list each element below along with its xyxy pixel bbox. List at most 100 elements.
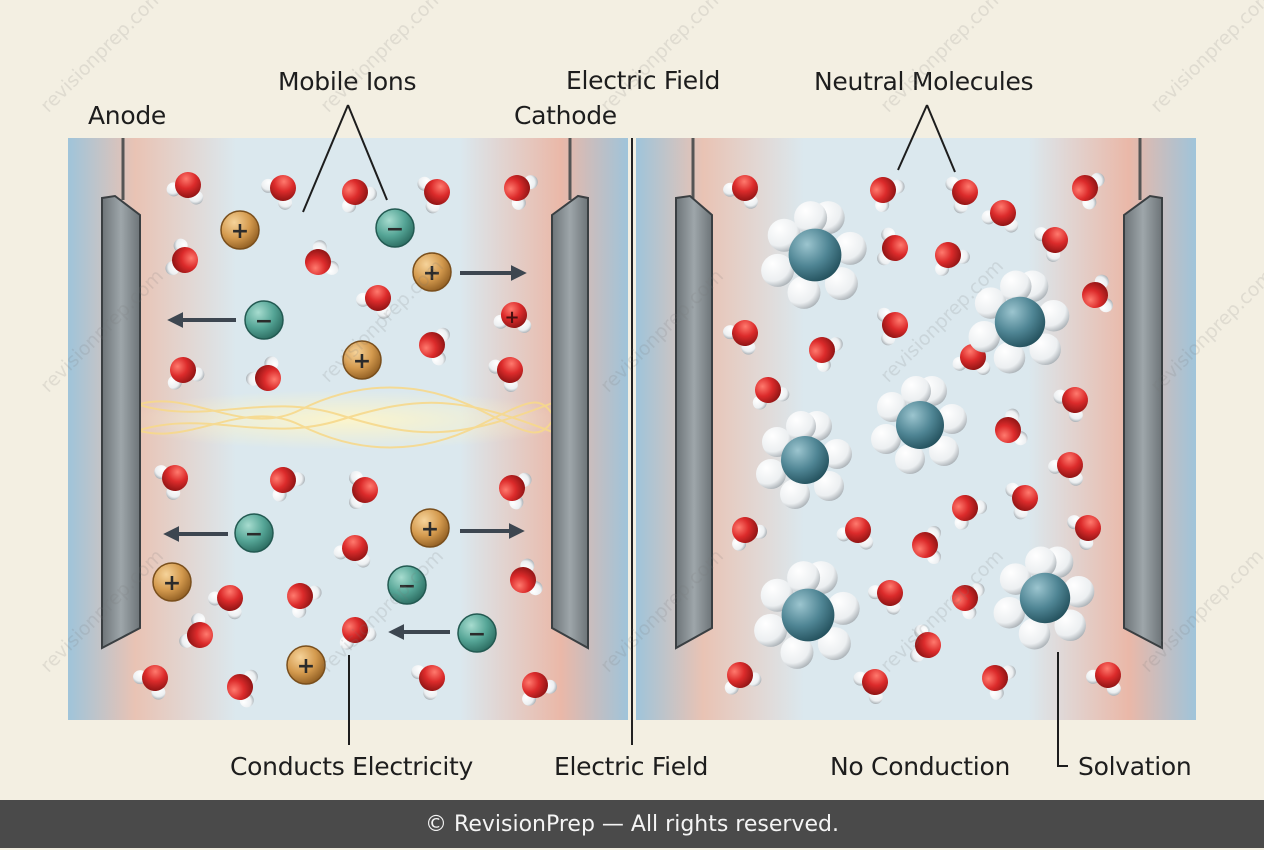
water-molecule [488,357,523,392]
water-molecule [208,585,243,620]
water-molecule [333,535,371,568]
ion-sign: − [386,217,404,242]
water-molecule [752,377,790,410]
anode-label: Anode [88,101,166,130]
water-molecule [952,495,987,530]
water-molecule [522,672,557,706]
ion-sign: + [353,349,371,374]
electric-field-top-label: Electric Field [566,66,721,95]
ion-sign: − [468,622,486,647]
diagram-artwork: +−+−++−−+−++ [68,104,1196,767]
positive-ion: + [286,645,326,685]
water-molecule [910,624,941,663]
ion-sign: − [255,309,273,334]
solvated-solute [993,546,1095,650]
water-molecule [809,337,843,372]
water-molecule [836,517,874,550]
water-molecule [179,613,213,648]
water-molecule [1048,452,1083,486]
negative-ion: − [234,513,274,553]
water-molecule [723,175,758,209]
water-molecule [868,580,903,615]
ion-sign: − [245,522,263,547]
solvated-solute [968,270,1070,374]
water-molecule [995,408,1028,446]
water-molecule [1086,662,1121,696]
water-molecule [270,467,305,502]
water-molecule [1067,515,1101,550]
positive-ion: + [342,340,382,380]
diagram: +−+−++−−+−++ Anode Mobile Ions Electric … [36,0,1264,781]
ion-arrows [163,265,527,640]
right-left-plate [675,194,713,650]
ion-sign: + [504,307,519,328]
water-molecule [227,669,258,708]
water-molecule [912,526,941,564]
cathode-label: Cathode [514,101,617,130]
water-molecule [1072,172,1105,210]
ion-sign: − [398,574,416,599]
ion-sign: + [423,261,441,286]
water-molecule [1053,387,1088,422]
no-conduction-label: No Conduction [830,752,1010,781]
electrode-wires [121,138,1142,200]
water-molecule [419,327,450,366]
water-molecule [853,669,888,704]
solvation-label: Solvation [1078,752,1192,781]
water-molecule [339,617,377,650]
water-molecules [133,172,1121,708]
pointer-lines [302,104,1068,767]
water-molecule [305,240,339,275]
copyright-footer: © RevisionPrep — All rights reserved. [0,800,1264,848]
ions: +−+−++−−+−++ [152,208,520,685]
negative-ion: − [244,300,284,340]
water-molecule [877,307,908,346]
water-molecule [982,665,1016,700]
water-molecule [877,227,908,266]
anode-plate [101,194,141,650]
positive-ion: + [504,307,519,328]
water-molecule [287,583,322,618]
neutral-molecules-label: Neutral Molecules [814,67,1034,96]
water-molecule [133,665,168,700]
right-right-plate [1123,194,1163,650]
solvated-solute [871,376,967,474]
water-molecule [154,465,188,500]
conducts-electricity-label: Conducts Electricity [230,752,474,781]
water-molecule [493,302,532,333]
solute-molecules [754,201,1095,669]
cathode-plate [551,194,589,650]
water-molecule [732,517,767,551]
negative-ion: − [457,613,497,653]
water-molecule [356,285,391,319]
positive-ion: + [220,210,260,250]
positive-ion: + [412,252,452,292]
water-molecule [499,472,532,510]
water-molecule [935,242,970,276]
current-waves [124,386,561,449]
water-molecule [167,357,205,390]
water-molecule [945,176,978,214]
electric-field-bottom-label: Electric Field [554,752,709,781]
water-molecule [349,471,378,509]
water-molecule [870,177,905,212]
positive-ion: + [152,562,192,602]
water-molecule [417,176,450,214]
water-molecule [981,200,1019,233]
positive-ion: + [410,508,450,548]
solvated-solute [756,411,852,509]
ion-sign: + [421,517,439,542]
ion-sign: + [231,219,249,244]
water-molecule [510,558,543,596]
water-molecule [504,175,538,210]
water-molecule [724,662,762,695]
water-molecule [342,179,377,213]
negative-ion: − [387,565,427,605]
water-molecule [261,175,296,210]
water-molecule [952,344,991,375]
water-molecule [723,320,758,355]
ion-sign: + [297,654,315,679]
mobile-ions-label: Mobile Ions [278,67,417,96]
negative-ion: − [375,208,415,248]
water-molecule [411,665,445,700]
